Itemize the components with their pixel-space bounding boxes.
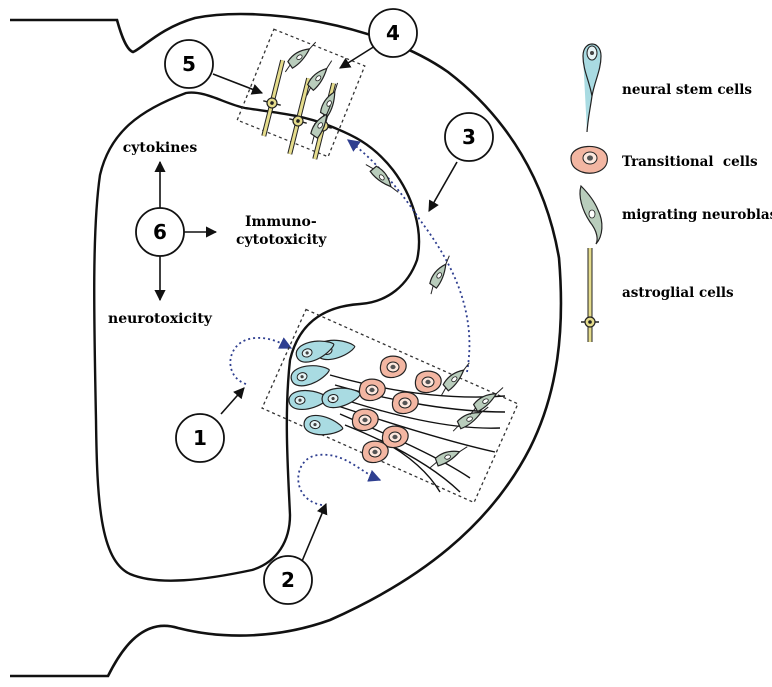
transitional-cell-icon	[352, 409, 378, 430]
legend-label-neural-stem-cells: neural stem cells	[622, 82, 752, 98]
transitional-cell-icon	[359, 379, 385, 400]
callout-number-5: 5	[182, 52, 196, 76]
callout-number-4: 4	[386, 21, 400, 45]
callout-number-6: 6	[153, 220, 167, 244]
callout-number-2: 2	[281, 568, 295, 592]
stem-cell-icon	[303, 414, 344, 438]
transitional-cell-icon	[380, 356, 406, 377]
migrating-neuroblast-icon	[424, 254, 456, 294]
transitional-cell-icon	[571, 146, 607, 173]
neurotoxicity-label: neurotoxicity	[108, 311, 213, 327]
astroglial-cell-icon	[255, 58, 291, 138]
cytokines-label: cytokines	[123, 140, 198, 156]
migrating-neuroblast-icon	[365, 159, 400, 198]
olfactory-cell-group	[255, 40, 345, 161]
transitional-cell-icon	[392, 392, 418, 413]
legend-label-migrating-neuroblasts: migrating neuroblasts	[622, 207, 772, 223]
callout-arrow-5	[213, 74, 262, 93]
stem-cell-icon	[294, 335, 337, 365]
loop-arrow-1	[230, 338, 291, 384]
transitional-cell-icon	[362, 441, 388, 462]
callout-arrow-4	[340, 46, 375, 68]
immuno-label-line2: cytotoxicity	[236, 232, 327, 248]
astroglial-cell-icon	[581, 248, 599, 342]
callout-number-1: 1	[193, 426, 207, 450]
ventricle-outline	[94, 93, 419, 581]
immuno-label-line1: Immuno-	[245, 214, 317, 230]
transitional-cell-icon	[415, 371, 441, 392]
olfactory-dashed-box	[237, 29, 365, 157]
callout-arrow-3	[429, 162, 457, 211]
transitional-cell-icon	[382, 426, 408, 447]
migrating-neuroblast-icon	[580, 186, 602, 244]
callout-number-3: 3	[462, 125, 476, 149]
legend: neural stem cells Transitional cells mig…	[571, 44, 772, 342]
stem-cell-icon	[321, 384, 363, 409]
svz-cell-cluster	[288, 335, 507, 492]
stem-cell-icon	[289, 361, 331, 389]
callout-arrow-1	[221, 388, 244, 414]
legend-label-transitional-cells: Transitional cells	[622, 154, 758, 170]
migrating-neuroblast-icon	[315, 82, 345, 123]
migration-route-dotted	[348, 140, 469, 372]
neural-stem-cell-icon	[583, 44, 601, 132]
legend-label-astroglial-cells: astroglial cells	[622, 285, 734, 301]
callout-arrow-2	[300, 504, 326, 566]
